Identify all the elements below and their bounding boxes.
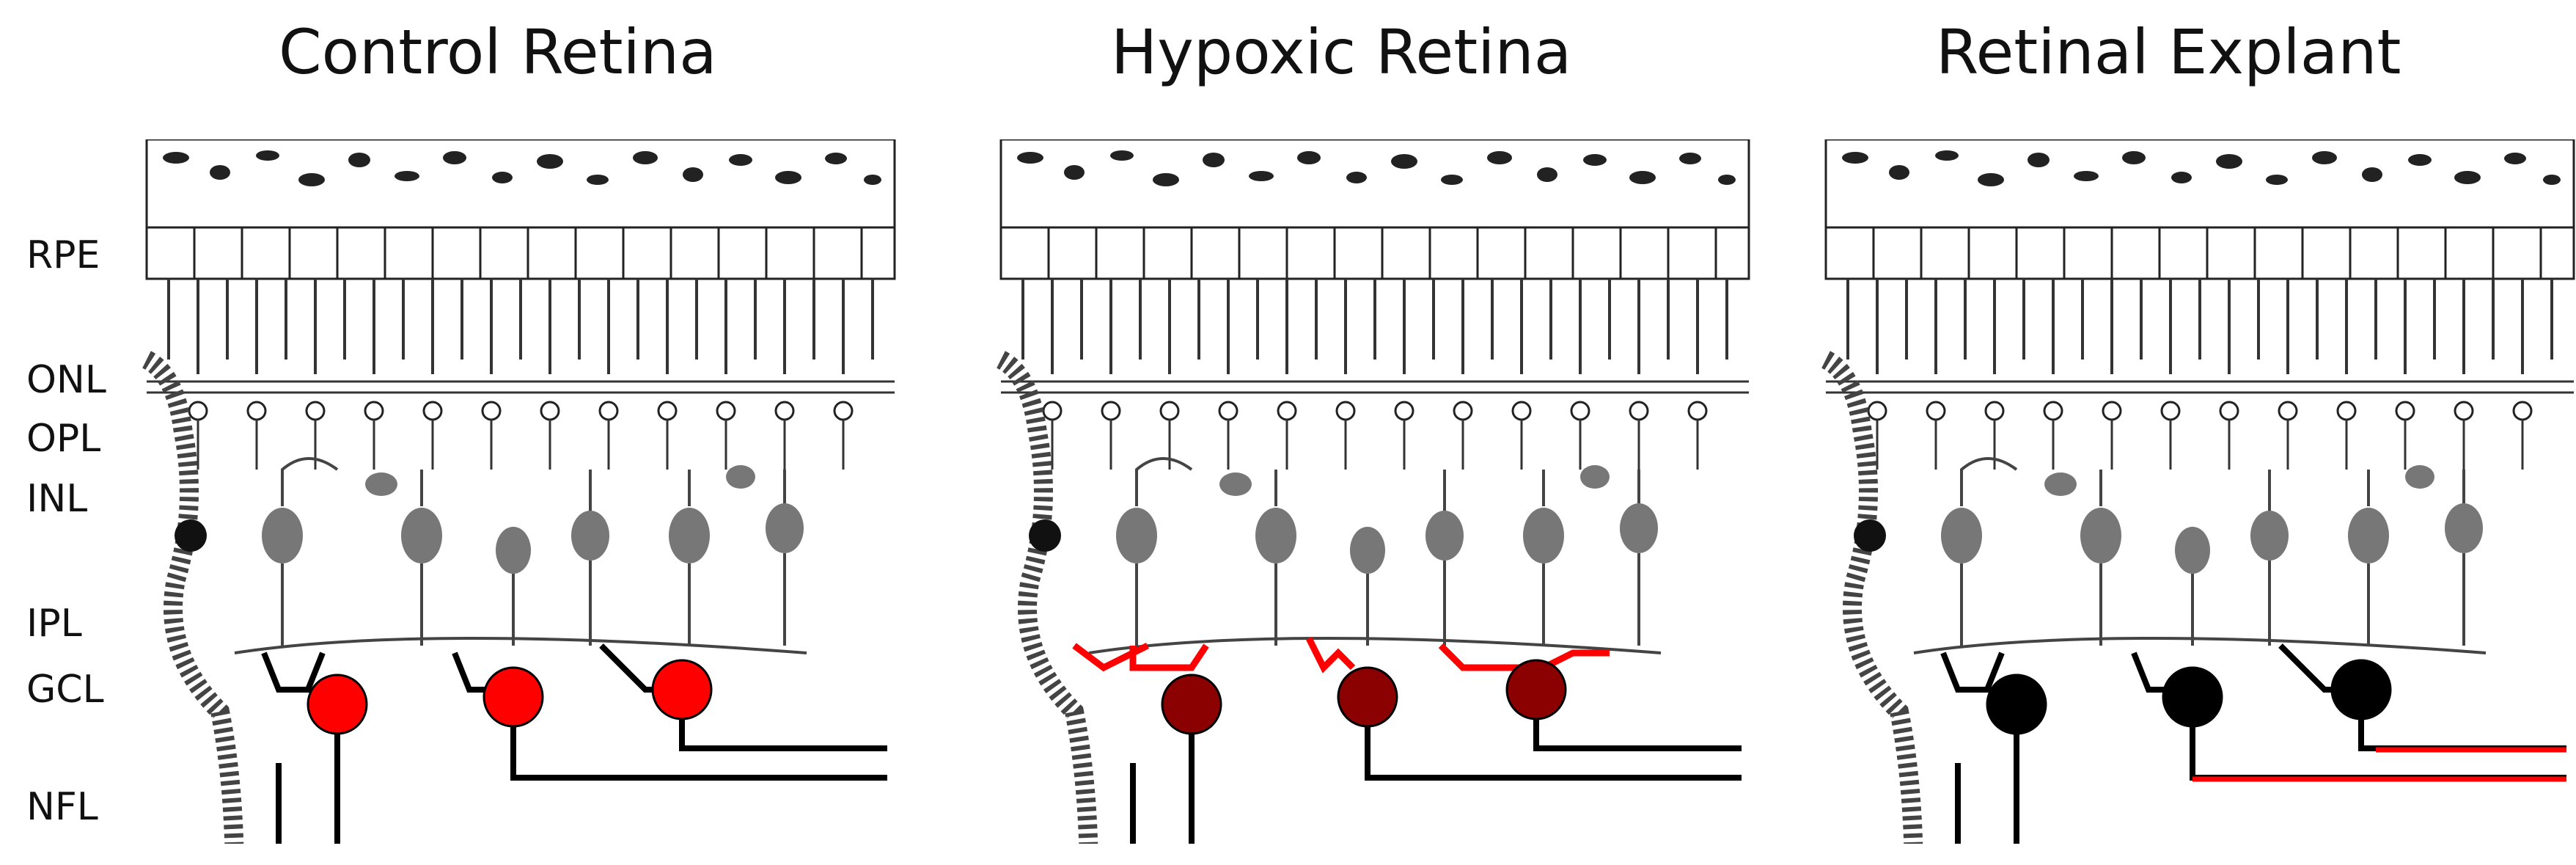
ganglion-cell-3 [651, 659, 713, 720]
panel-title-hypoxic: Hypoxic Retina [1111, 16, 1572, 88]
layer-label-ipl: IPL [26, 602, 82, 646]
ganglion-cell-2 [2162, 666, 2223, 728]
layer-label-nfl: NFL [26, 785, 98, 829]
retina-panel-hypoxic [986, 139, 1800, 844]
ganglion-cell-2 [1337, 666, 1398, 728]
panel-title-explant: Retinal Explant [1936, 16, 2401, 88]
ganglion-cell-3 [1505, 659, 1567, 720]
panel-title-control: Control Retina [279, 16, 717, 88]
layer-label-rpe: RPE [26, 233, 100, 277]
layer-label-onl: ONL [26, 358, 106, 402]
ganglion-cell-1 [1986, 674, 2047, 735]
ganglion-cell-1 [1161, 674, 1222, 735]
layer-label-opl: OPL [26, 417, 101, 461]
layer-label-inl: INL [26, 477, 88, 521]
retina-panel-control [132, 139, 946, 844]
ganglion-cell-3 [2330, 659, 2392, 720]
ganglion-cell-1 [307, 674, 368, 735]
layer-label-gcl: GCL [26, 668, 104, 712]
retina-panel-explant [1811, 139, 2576, 844]
ganglion-cell-2 [482, 666, 544, 728]
